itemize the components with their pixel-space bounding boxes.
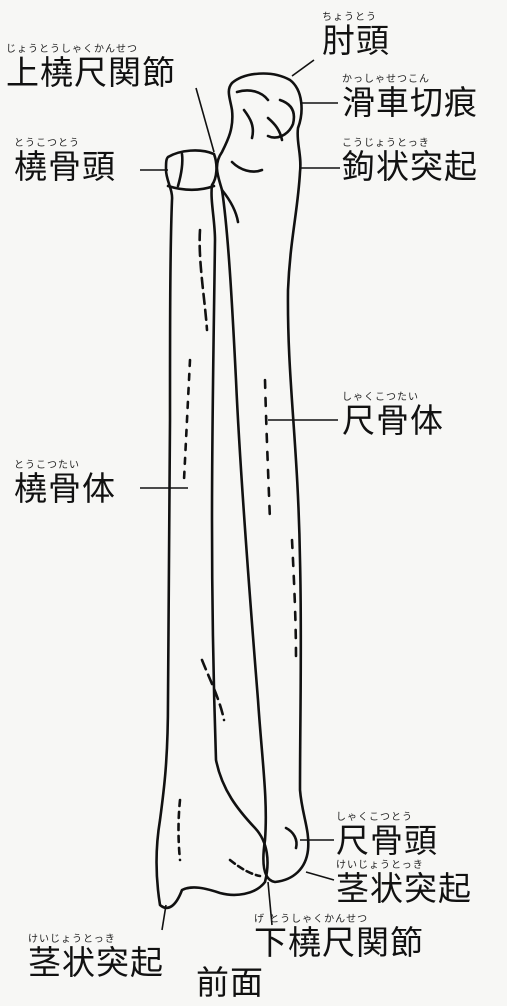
ulna-outline [217,74,308,882]
label-proximal-radioulnar-joint: じょうとうしゃくかんせつ 上橈尺関節 [6,40,176,90]
text-radial-styloid-process: 茎状突起 [28,946,164,980]
text-radial-head: 橈骨頭 [14,150,116,184]
text-ulnar-styloid-process: 茎状突起 [336,872,472,906]
label-radius-shaft: とうこつたい 橈骨体 [14,456,116,506]
text-distal-radioulnar-joint: 下橈尺関節 [254,926,424,960]
label-radial-styloid-process: けいじょうとっき 茎状突起 [28,930,164,980]
label-coronoid-process: こうじょうとっき 鉤状突起 [342,134,478,184]
text-coronoid-process: 鉤状突起 [342,150,478,184]
label-trochlear-notch: かっしゃせつこん 滑車切痕 [342,70,478,120]
label-ulnar-styloid-process: けいじょうとっき 茎状突起 [336,856,472,906]
label-ulna-shaft: しゃくこつたい 尺骨体 [342,388,444,438]
label-distal-radioulnar-joint: げ とうしゃくかんせつ 下橈尺関節 [254,910,424,960]
figure-caption: 前面 [196,966,264,1000]
radius-outline [157,150,268,907]
label-ulna-head: しゃくこつとう 尺骨頭 [336,808,438,858]
label-radial-head: とうこつとう 橈骨頭 [14,134,116,184]
text-ulna-shaft: 尺骨体 [342,404,444,438]
text-ulna-head: 尺骨頭 [336,824,438,858]
label-olecranon: ちょうとう 肘頭 [322,8,390,58]
text-olecranon: 肘頭 [322,24,390,58]
text-trochlear-notch: 滑車切痕 [342,86,478,120]
text-radius-shaft: 橈骨体 [14,472,116,506]
text-proximal-radioulnar-joint: 上橈尺関節 [6,56,176,90]
caption-text: 前面 [196,966,264,1000]
